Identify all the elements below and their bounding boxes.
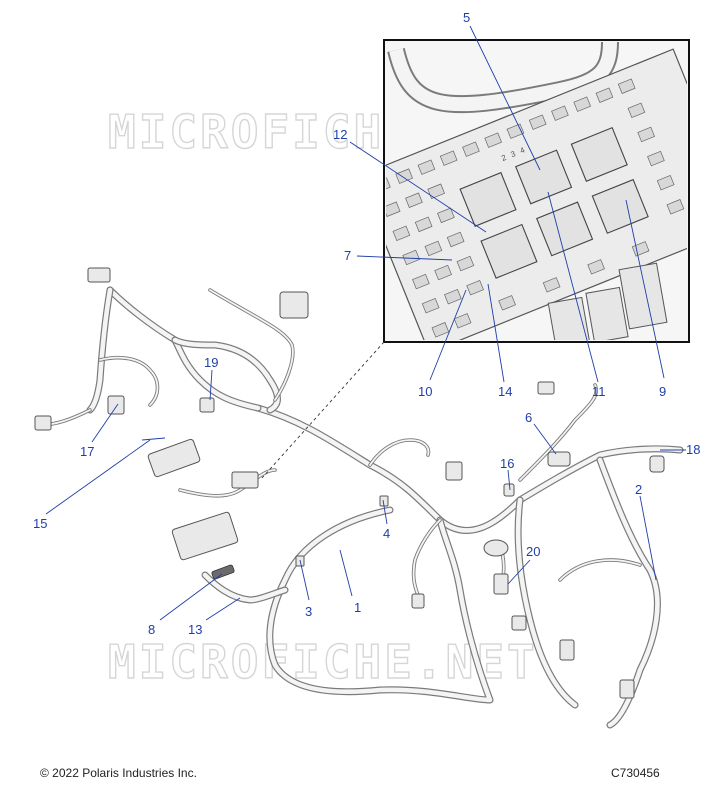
callout-14: 14 xyxy=(498,384,512,399)
connector-left-lower xyxy=(411,593,425,609)
leader-16 xyxy=(507,469,511,491)
leader-13 xyxy=(205,597,241,621)
connector-lower-right xyxy=(559,639,575,661)
leader-lines xyxy=(45,25,686,621)
main-harness xyxy=(38,286,684,729)
callout-2: 2 xyxy=(635,482,642,497)
callout-5: 5 xyxy=(463,10,470,25)
leader-2 xyxy=(639,495,657,581)
callout-20: 20 xyxy=(526,544,540,559)
callout-19: 19 xyxy=(204,355,218,370)
connector-mid-top xyxy=(445,461,463,481)
inset-detail: 2 3 4 xyxy=(383,39,690,343)
connector-18 xyxy=(649,455,665,473)
watermark-bottom: MICROFICHE.NET xyxy=(108,635,538,689)
top-connector xyxy=(279,291,309,319)
relay-block xyxy=(147,438,201,478)
left-top-connector xyxy=(87,267,111,283)
grommet-20 xyxy=(483,539,509,557)
callout-11: 11 xyxy=(592,384,606,399)
part-15 xyxy=(141,437,166,441)
leader-15 xyxy=(45,439,151,515)
leader-6 xyxy=(533,423,557,455)
callout-4: 4 xyxy=(383,526,390,541)
callout-9: 9 xyxy=(659,384,666,399)
connector-16 xyxy=(503,483,515,497)
callout-17: 17 xyxy=(80,444,94,459)
figure-code: C730456 xyxy=(611,766,660,780)
connector-right-bottom xyxy=(619,679,635,699)
leader-7 xyxy=(356,255,453,261)
connector-top-right xyxy=(537,381,555,395)
connector-19 xyxy=(199,397,215,413)
fuse-label-2: 2 xyxy=(500,153,508,163)
callout-18: 18 xyxy=(686,442,700,457)
fuse-box-small xyxy=(171,511,239,561)
callout-7: 7 xyxy=(344,248,351,263)
mid-connector xyxy=(231,471,259,489)
bracket-20 xyxy=(493,573,509,595)
callout-numbers: 1 2 3 4 5 6 7 8 9 10 11 12 13 14 15 16 1… xyxy=(33,10,700,637)
callout-13: 13 xyxy=(188,622,202,637)
fuse-label-4: 4 xyxy=(519,145,527,155)
leader-1 xyxy=(339,549,353,597)
leader-12 xyxy=(349,141,487,233)
leader-4 xyxy=(382,499,388,525)
connector-6 xyxy=(547,451,571,467)
left-connector xyxy=(34,415,52,431)
copyright-text: © 2022 Polaris Industries Inc. xyxy=(40,766,197,780)
inset-projection-line xyxy=(261,341,385,479)
leader-9 xyxy=(625,199,665,379)
callout-10: 10 xyxy=(418,384,432,399)
leader-20 xyxy=(507,559,531,585)
leader-14 xyxy=(487,283,505,383)
leader-8 xyxy=(159,573,223,621)
callout-12: 12 xyxy=(333,127,347,142)
leader-11 xyxy=(547,191,599,383)
callout-15: 15 xyxy=(33,516,47,531)
leader-10 xyxy=(429,289,467,381)
leader-3 xyxy=(299,559,310,601)
connector-lower-center xyxy=(511,615,527,631)
components xyxy=(34,267,665,699)
connector-17 xyxy=(107,395,125,415)
leader-17 xyxy=(91,403,119,443)
callout-1: 1 xyxy=(354,600,361,615)
callout-6: 6 xyxy=(525,410,532,425)
leader-19 xyxy=(209,369,213,401)
callout-16: 16 xyxy=(500,456,514,471)
fuse-label-3: 3 xyxy=(509,149,517,159)
callout-3: 3 xyxy=(305,604,312,619)
callout-8: 8 xyxy=(148,622,155,637)
leader-5 xyxy=(469,25,541,171)
clip-8 xyxy=(211,564,235,580)
